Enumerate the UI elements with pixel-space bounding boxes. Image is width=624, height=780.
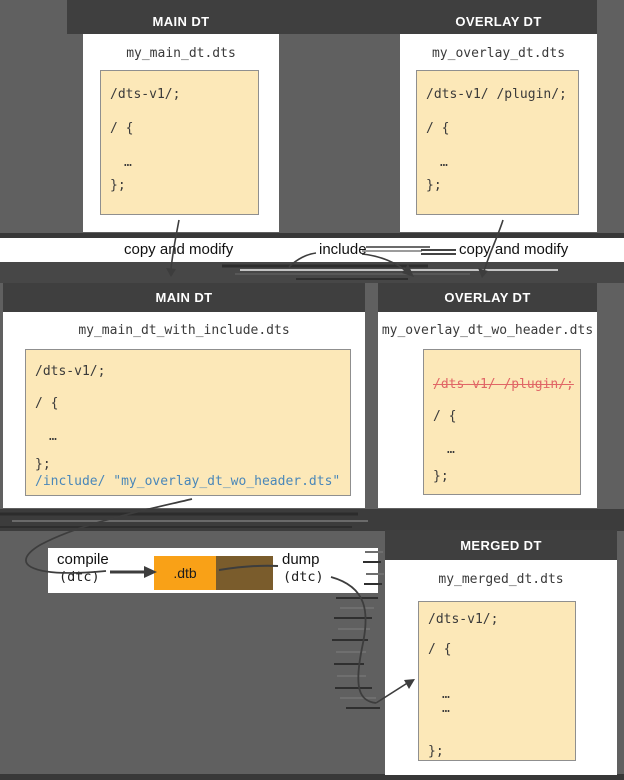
code-line: / { [428, 642, 452, 657]
main-dt-include-card: MAIN DT my_main_dt_with_include.dts /dts… [3, 283, 365, 508]
main-dt-include-filename: my_main_dt_with_include.dts [78, 323, 290, 338]
code-line: / { [426, 121, 450, 136]
overlay-dt-wo-header-codebox: /dts-v1/ /plugin/; / { … }; [423, 349, 581, 495]
compile-label: compile [57, 551, 109, 568]
include-label: include [319, 241, 367, 258]
dump-swoosh-curve [330, 576, 377, 704]
bottom-dark-strip [0, 774, 624, 780]
overlay-dt-top-filename: my_overlay_dt.dts [431, 46, 566, 61]
copy-and-modify-label-left: copy and modify [124, 241, 234, 258]
code-line: … [442, 687, 450, 702]
main-dt-include-title: MAIN DT [3, 283, 365, 312]
dtb-box-label: .dtb [173, 565, 197, 581]
main-dt-top-codebox: /dts-v1/; / { … }; [100, 70, 259, 215]
copy-and-modify-label-right: copy and modify [459, 241, 569, 258]
dtb-shadow-box [216, 556, 273, 590]
code-line: /dts-v1/; [428, 612, 499, 627]
code-line: / { [110, 121, 134, 136]
code-line: / { [433, 409, 457, 424]
code-line: }; [110, 178, 126, 193]
mid-dark-band [0, 262, 624, 283]
main-dt-top-filename: my_main_dt.dts [126, 46, 236, 61]
code-line: /dts-v1/; [110, 87, 181, 102]
code-line: }; [426, 178, 442, 193]
streak-band-under-top-cards [0, 233, 624, 238]
code-line: }; [428, 744, 444, 759]
dtb-box: .dtb [154, 556, 216, 590]
lower-dark-band [0, 509, 624, 531]
dump-tool-label: (dtc) [283, 569, 324, 585]
code-line: /dts-v1/ /plugin/; [426, 87, 567, 102]
overlay-dt-top-card: OVERLAY DT my_overlay_dt.dts /dts-v1/ /p… [400, 8, 597, 232]
overlay-dt-top-title: OVERLAY DT [400, 8, 597, 34]
main-dt-top-card: MAIN DT my_main_dt.dts /dts-v1/; / { … }… [83, 8, 279, 232]
include-statement-line: /include/ "my_overlay_dt_wo_header.dts" [35, 474, 341, 489]
code-line: … [442, 701, 450, 716]
dump-label: dump [282, 551, 320, 568]
code-line: … [124, 155, 132, 170]
code-line: … [447, 442, 455, 457]
merged-dt-title: MERGED DT [385, 530, 617, 560]
code-line: … [440, 155, 448, 170]
merged-dt-card: MERGED DT my_merged_dt.dts /dts-v1/; / {… [385, 530, 617, 775]
code-line: /dts-v1/; [35, 364, 106, 379]
code-line: … [49, 429, 57, 444]
main-dt-top-title: MAIN DT [83, 8, 279, 34]
merged-dt-filename: my_merged_dt.dts [438, 572, 564, 587]
code-line: / { [35, 396, 59, 411]
code-line: }; [35, 457, 51, 472]
main-dt-include-codebox: /dts-v1/; / { … }; /include/ "my_overlay… [25, 349, 351, 496]
compile-tool-label: (dtc) [59, 569, 100, 585]
removed-header-line: /dts-v1/ /plugin/; [433, 377, 574, 392]
overlay-dt-wo-header-filename: my_overlay_dt_wo_header.dts [381, 323, 594, 338]
overlay-dt-wo-header-card: OVERLAY DT my_overlay_dt_wo_header.dts /… [378, 283, 597, 508]
merged-dt-codebox: /dts-v1/; / { … … }; [418, 601, 576, 761]
code-line: }; [433, 469, 449, 484]
overlay-dt-wo-header-title: OVERLAY DT [378, 283, 597, 312]
overlay-dt-top-codebox: /dts-v1/ /plugin/; / { … }; [416, 70, 579, 215]
